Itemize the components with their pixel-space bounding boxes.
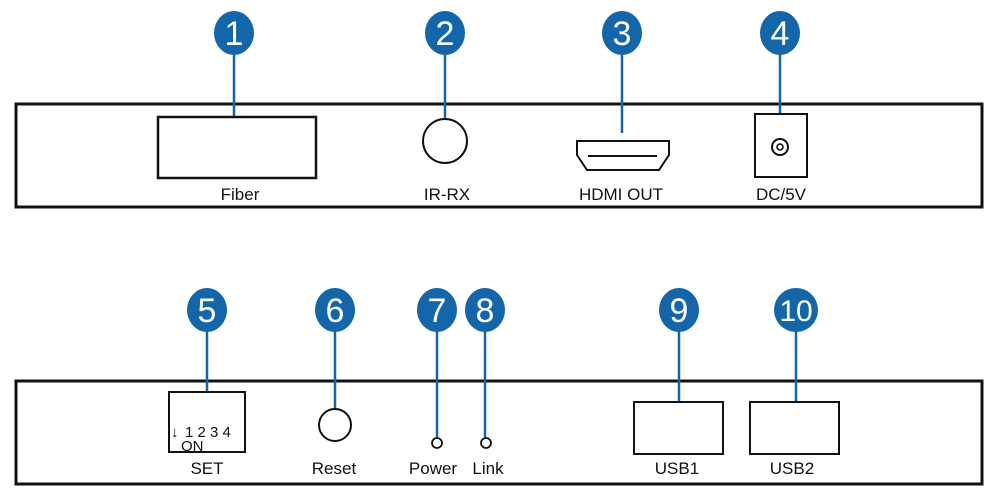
set-label: SET (190, 459, 223, 478)
link-label: Link (472, 459, 504, 478)
dip-on-label: ON (181, 438, 204, 455)
callout-badge-4: 4 (760, 11, 800, 55)
usb2-port (749, 401, 840, 455)
link-led (480, 437, 492, 449)
hdmi-out-label: HDMI OUT (579, 185, 663, 204)
callout-badge-10: 10 (774, 288, 818, 332)
dip-arrow-icon: ↓ (171, 424, 179, 441)
top-panel (14, 102, 984, 209)
svg-text:8: 8 (476, 292, 495, 330)
svg-text:3: 3 (613, 15, 632, 53)
callout-badge-9: 9 (659, 288, 699, 332)
usb1-label: USB1 (655, 459, 699, 478)
dc-5v-label: DC/5V (756, 185, 807, 204)
callout-badge-8: 8 (465, 288, 505, 332)
svg-text:6: 6 (326, 292, 345, 330)
svg-text:5: 5 (198, 292, 217, 330)
svg-text:7: 7 (428, 292, 447, 330)
dc-power-jack (754, 113, 808, 178)
callout-badge-3: 3 (602, 11, 642, 55)
ir-rx-jack (422, 118, 468, 164)
svg-text:4: 4 (771, 15, 790, 53)
reset-button (318, 408, 352, 442)
callout-badge-1: 1 (214, 11, 254, 55)
power-led (431, 437, 443, 449)
svg-text:1: 1 (225, 15, 244, 53)
callout-badge-2: 2 (425, 11, 465, 55)
fiber-port (156, 115, 318, 180)
ir-rx-label: IR-RX (424, 185, 470, 204)
bottom-panel (14, 379, 984, 486)
callout-badge-5: 5 (187, 288, 227, 332)
svg-text:10: 10 (779, 295, 812, 328)
callout-badge-7: 7 (417, 288, 457, 332)
svg-text:2: 2 (436, 15, 455, 53)
hdmi-port (576, 140, 670, 171)
usb1-port (633, 401, 724, 455)
fiber-label: Fiber (221, 185, 260, 204)
reset-label: Reset (312, 459, 357, 478)
svg-text:9: 9 (670, 292, 689, 330)
dip-switch: ↓ 1 2 3 4 ON (168, 391, 246, 455)
power-label: Power (409, 459, 458, 478)
callout-badge-6: 6 (315, 288, 355, 332)
usb2-label: USB2 (770, 459, 814, 478)
dip-positions: 1 2 3 4 (185, 424, 231, 441)
